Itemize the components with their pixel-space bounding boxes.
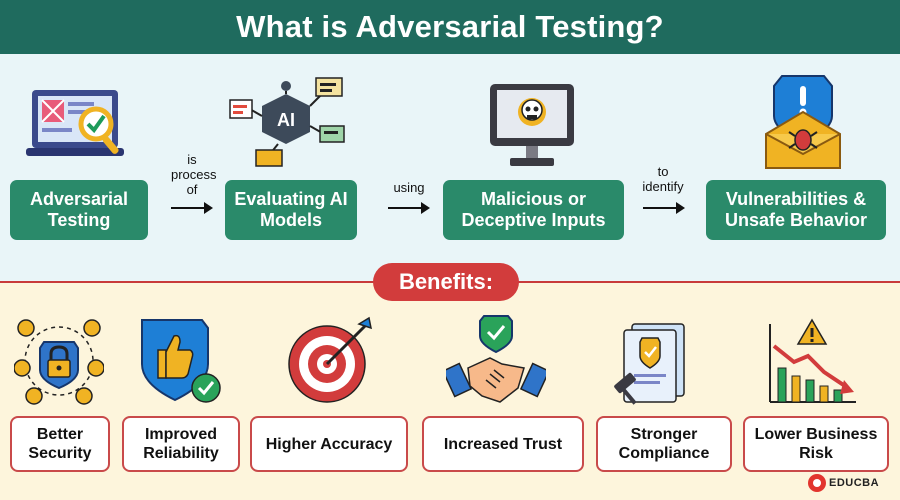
connector-to-identify: to identify xyxy=(633,164,693,194)
flow-arrow xyxy=(388,202,430,214)
benefit-label: Better Security xyxy=(28,426,92,462)
benefit-improved-reliability: Improved Reliability xyxy=(122,416,240,472)
svg-text:AI: AI xyxy=(277,110,295,130)
benefit-lower-business-risk: Lower Business Risk xyxy=(743,416,889,472)
falling-chart-warning-icon xyxy=(769,318,856,403)
ai-chip-network-icon: AI xyxy=(229,77,345,167)
laptop-inspection-icon xyxy=(26,90,124,156)
step-label: Malicious or Deceptive Inputs xyxy=(461,189,606,230)
connector-label: is process of xyxy=(171,152,217,197)
thumbs-up-shield-icon xyxy=(141,319,221,403)
benefit-label: Stronger Compliance xyxy=(618,426,710,462)
benefit-label: Lower Business Risk xyxy=(754,426,878,462)
brand-name: EDUCBA xyxy=(829,477,880,489)
step-label: Adversarial Testing xyxy=(29,189,129,230)
brand-logo-icon xyxy=(808,474,826,492)
step-label: Evaluating AI Models xyxy=(234,189,348,230)
skull-monitor-icon xyxy=(490,84,574,166)
document-gavel-icon xyxy=(614,323,685,405)
benefits-heading: Benefits: xyxy=(373,263,519,301)
connector-is-process-of: is process of xyxy=(164,152,220,197)
brand-logo: EDUCBA xyxy=(808,474,879,492)
benefit-label: Improved Reliability xyxy=(143,426,219,462)
step-adversarial-testing: Adversarial Testing xyxy=(10,180,148,240)
page-title: What is Adversarial Testing? xyxy=(236,9,664,44)
benefits-title: Benefits: xyxy=(398,269,494,294)
benefit-stronger-compliance: Stronger Compliance xyxy=(596,416,732,472)
benefit-better-security: Better Security xyxy=(10,416,110,472)
bug-warning-shield-icon xyxy=(765,75,841,169)
step-evaluating-ai-models: Evaluating AI Models xyxy=(225,180,357,240)
step-malicious-inputs: Malicious or Deceptive Inputs xyxy=(443,180,624,240)
flow-arrow xyxy=(171,202,213,214)
flow-arrow xyxy=(643,202,685,214)
step-label: Vulnerabilities & Unsafe Behavior xyxy=(724,189,868,230)
connector-label: to identify xyxy=(642,164,684,194)
step-vulnerabilities: Vulnerabilities & Unsafe Behavior xyxy=(706,180,886,240)
header-banner: What is Adversarial Testing? xyxy=(0,0,900,54)
connector-using: using xyxy=(384,180,434,195)
benefit-increased-trust: Increased Trust xyxy=(422,416,584,472)
definition-section xyxy=(0,54,900,282)
benefit-label: Higher Accuracy xyxy=(265,435,393,453)
connector-label: using xyxy=(393,180,425,195)
padlock-shield-icon xyxy=(14,319,104,405)
handshake-shield-icon xyxy=(446,315,546,403)
benefit-label: Increased Trust xyxy=(443,435,563,453)
target-arrow-icon xyxy=(288,316,372,403)
benefit-higher-accuracy: Higher Accuracy xyxy=(250,416,408,472)
